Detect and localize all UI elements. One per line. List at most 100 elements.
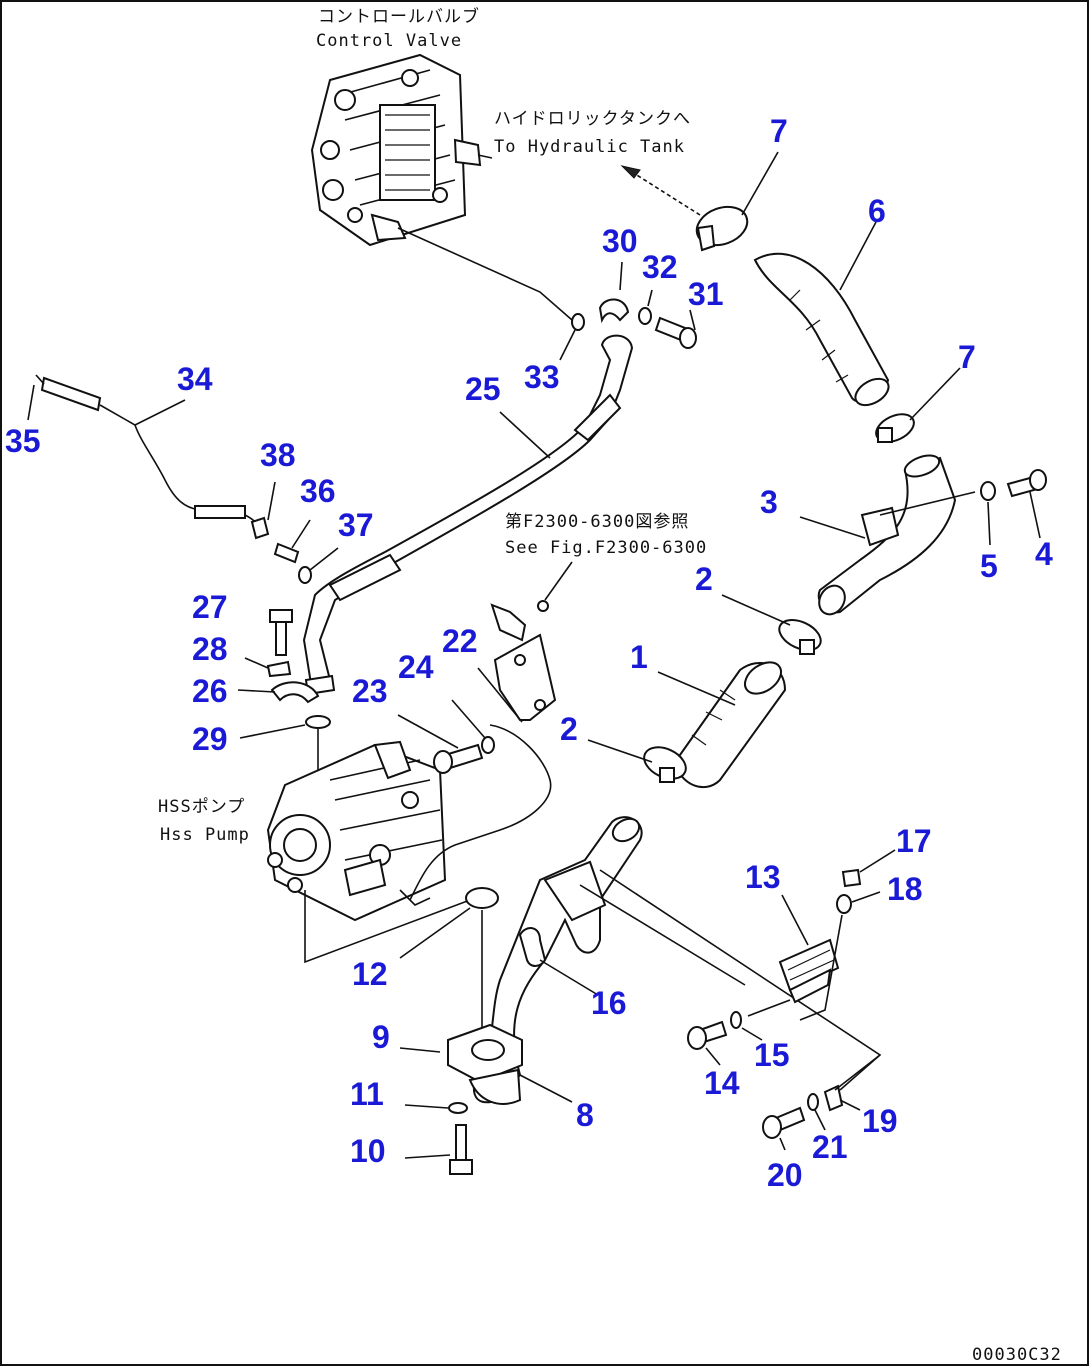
hss-pump-drawing: [266, 740, 447, 922]
callout-26: 26: [192, 673, 228, 709]
leader-4: [1029, 491, 1041, 539]
callout-14: 14: [704, 1065, 740, 1101]
part-13-bracket: [778, 938, 840, 1004]
part-4-bolt: [1006, 469, 1047, 498]
part-21-washer: [807, 1093, 819, 1111]
leader-37: [309, 547, 339, 571]
part-5-washer: [980, 481, 996, 501]
leader-24: [451, 699, 486, 739]
callout-24: 24: [398, 649, 434, 685]
part-10-bolt: [449, 1124, 473, 1175]
callout-15: 15: [754, 1037, 790, 1073]
leader-23: [397, 714, 459, 749]
part-6-hose: [753, 252, 890, 407]
to-tank-jp-label: ハイドロリックタンクへ: [494, 109, 691, 129]
callout-8: 8: [576, 1097, 594, 1133]
leader-19-bracket: [834, 1054, 881, 1091]
callout-19: 19: [862, 1103, 898, 1139]
control-valve-drawing: [310, 53, 493, 247]
callout-1: 1: [630, 639, 648, 675]
leader-12: [399, 907, 471, 959]
leader-7a: [741, 151, 779, 216]
part-30-clamp: [598, 298, 630, 324]
part-29-oring: [305, 715, 331, 729]
part-7-clamp-top: [695, 205, 749, 252]
part-20-bolt: [762, 1106, 806, 1139]
callout-29: 29: [192, 721, 228, 757]
leader-32: [647, 289, 653, 307]
part-38-clip: [250, 516, 270, 540]
leader-7b: [909, 367, 961, 421]
callout-5: 5: [980, 548, 998, 584]
leader-bracket-mid: [579, 884, 746, 986]
leader-25: [499, 411, 551, 459]
part-31-bolt: [654, 316, 697, 349]
callout-27: 27: [192, 589, 228, 625]
see-fig-jp-label: 第F2300-6300図参照: [505, 512, 689, 532]
callout-21: 21: [812, 1129, 848, 1165]
leader-30: [619, 261, 623, 291]
callout-37: 37: [338, 507, 374, 543]
leader-3: [799, 516, 866, 539]
leader-2a: [721, 594, 791, 626]
part-27-bolt: [269, 609, 293, 656]
part-1-hose: [673, 661, 787, 789]
see-fig-en-label: See Fig.F2300-6300: [505, 538, 707, 558]
leader-28: [244, 657, 269, 669]
leader-2b: [587, 739, 653, 763]
callout-30: 30: [602, 223, 638, 259]
callout-35: 35: [5, 423, 41, 459]
callout-25: 25: [465, 371, 501, 407]
part-11-washer: [448, 1102, 468, 1114]
part-19-clip: [823, 1084, 844, 1112]
leader-36: [291, 519, 311, 549]
leader-11: [404, 1104, 449, 1109]
part-2-clamp-lower: [643, 746, 687, 783]
control-valve-jp-label: コントロールバルブ: [318, 6, 480, 27]
leader-pump-12: [304, 890, 471, 964]
callout-34: 34: [177, 361, 213, 397]
part-7-clamp-lower: [875, 413, 915, 443]
part-14-bolt: [687, 1020, 728, 1050]
leader-13: [781, 894, 809, 946]
part-9-flange: [447, 1023, 523, 1105]
callout-9: 9: [372, 1019, 390, 1055]
leader-19: [839, 1099, 861, 1111]
part-26-clamp: [270, 681, 320, 704]
leader-38: [267, 481, 276, 521]
leader-8: [519, 1074, 573, 1103]
part-8-pipe: [473, 816, 643, 1104]
part-32-washer: [638, 307, 652, 325]
callout-4: 4: [1035, 536, 1053, 572]
part-28-washer: [266, 660, 292, 678]
callout-31: 31: [688, 276, 724, 312]
callout-36: 36: [300, 473, 336, 509]
leader-18-bracket: [799, 914, 843, 1021]
callout-28: 28: [192, 631, 228, 667]
callout-10: 10: [350, 1133, 386, 1169]
pump-en-label: Hss Pump: [160, 825, 250, 845]
leader-31: [689, 309, 696, 331]
leader-29: [239, 724, 306, 739]
to-tank-arrow: [620, 165, 701, 216]
leader-see-fig: [544, 561, 573, 601]
leader-33: [559, 329, 576, 361]
callout-12: 12: [352, 956, 388, 992]
leader-26: [237, 689, 276, 693]
part-23-bolt: [433, 743, 484, 774]
callout-18: 18: [887, 871, 923, 907]
callout-2a: 2: [695, 561, 713, 597]
callout-23: 23: [352, 673, 388, 709]
callout-6: 6: [868, 193, 886, 229]
leader-6: [839, 221, 877, 291]
leader-16: [539, 959, 599, 996]
callout-11: 11: [350, 1076, 384, 1112]
part-2-clamp-upper: [778, 618, 822, 655]
to-tank-en-label: To Hydraulic Tank: [494, 137, 685, 157]
leader-valve-33: [397, 227, 573, 321]
callout-3: 3: [760, 484, 778, 520]
bracket-wire: [409, 724, 552, 901]
